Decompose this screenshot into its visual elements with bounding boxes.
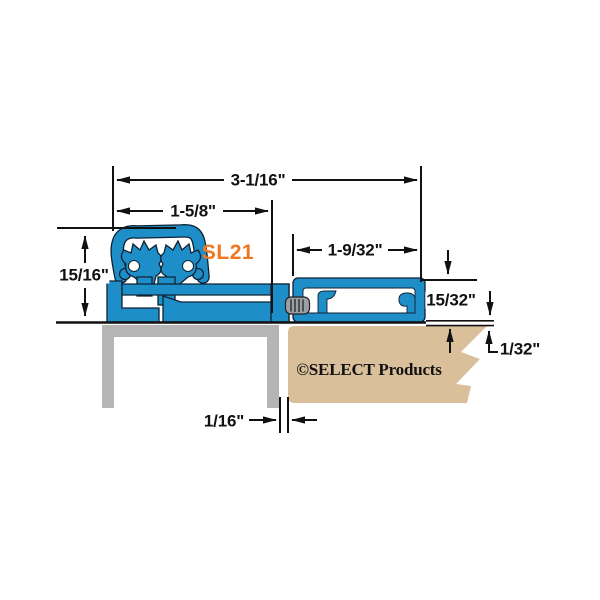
gear-left-pin-hole xyxy=(128,260,140,272)
set-screw-threads xyxy=(290,299,304,312)
frame-channel-shape xyxy=(102,325,279,408)
hinge-profile xyxy=(106,224,426,323)
door-slab xyxy=(288,326,487,403)
frame-leaf-upper-strip xyxy=(121,283,290,296)
gear-right-pin-hole xyxy=(182,260,194,272)
door-frame-section xyxy=(102,325,279,408)
dim-label-overall-width: 3-1/16" xyxy=(229,170,287,190)
door-leaf-inner-hook-right xyxy=(398,292,416,314)
base-lines xyxy=(56,319,494,327)
dimension-lines xyxy=(57,166,498,433)
dim-label-door-leaf-height: 15/32" xyxy=(425,290,477,310)
dim-label-frame-leaf-width: 1-5/8" xyxy=(169,201,217,221)
product-code-label: SL21 xyxy=(201,241,255,264)
dim-label-frame-leaf-height: 15/16" xyxy=(58,265,110,285)
frame-leaf-lower-bar xyxy=(162,295,290,323)
cap-body xyxy=(111,225,209,283)
door-slab-shape xyxy=(288,326,487,403)
door-leaf xyxy=(292,277,426,323)
dim-label-door-leaf-width: 1-9/32" xyxy=(326,240,384,260)
frame-leaf xyxy=(106,280,290,323)
copyright-label: ©SELECT Products xyxy=(296,360,442,379)
set-screw xyxy=(284,296,311,315)
dim-label-door-top-clearance: 1/32" xyxy=(498,339,542,359)
door-leaf-inner-hook-left xyxy=(317,290,337,314)
set-screw-body xyxy=(284,296,311,315)
dim-label-frame-to-door-gap: 1/16" xyxy=(202,411,246,431)
dim-leader-clearance xyxy=(488,341,498,353)
